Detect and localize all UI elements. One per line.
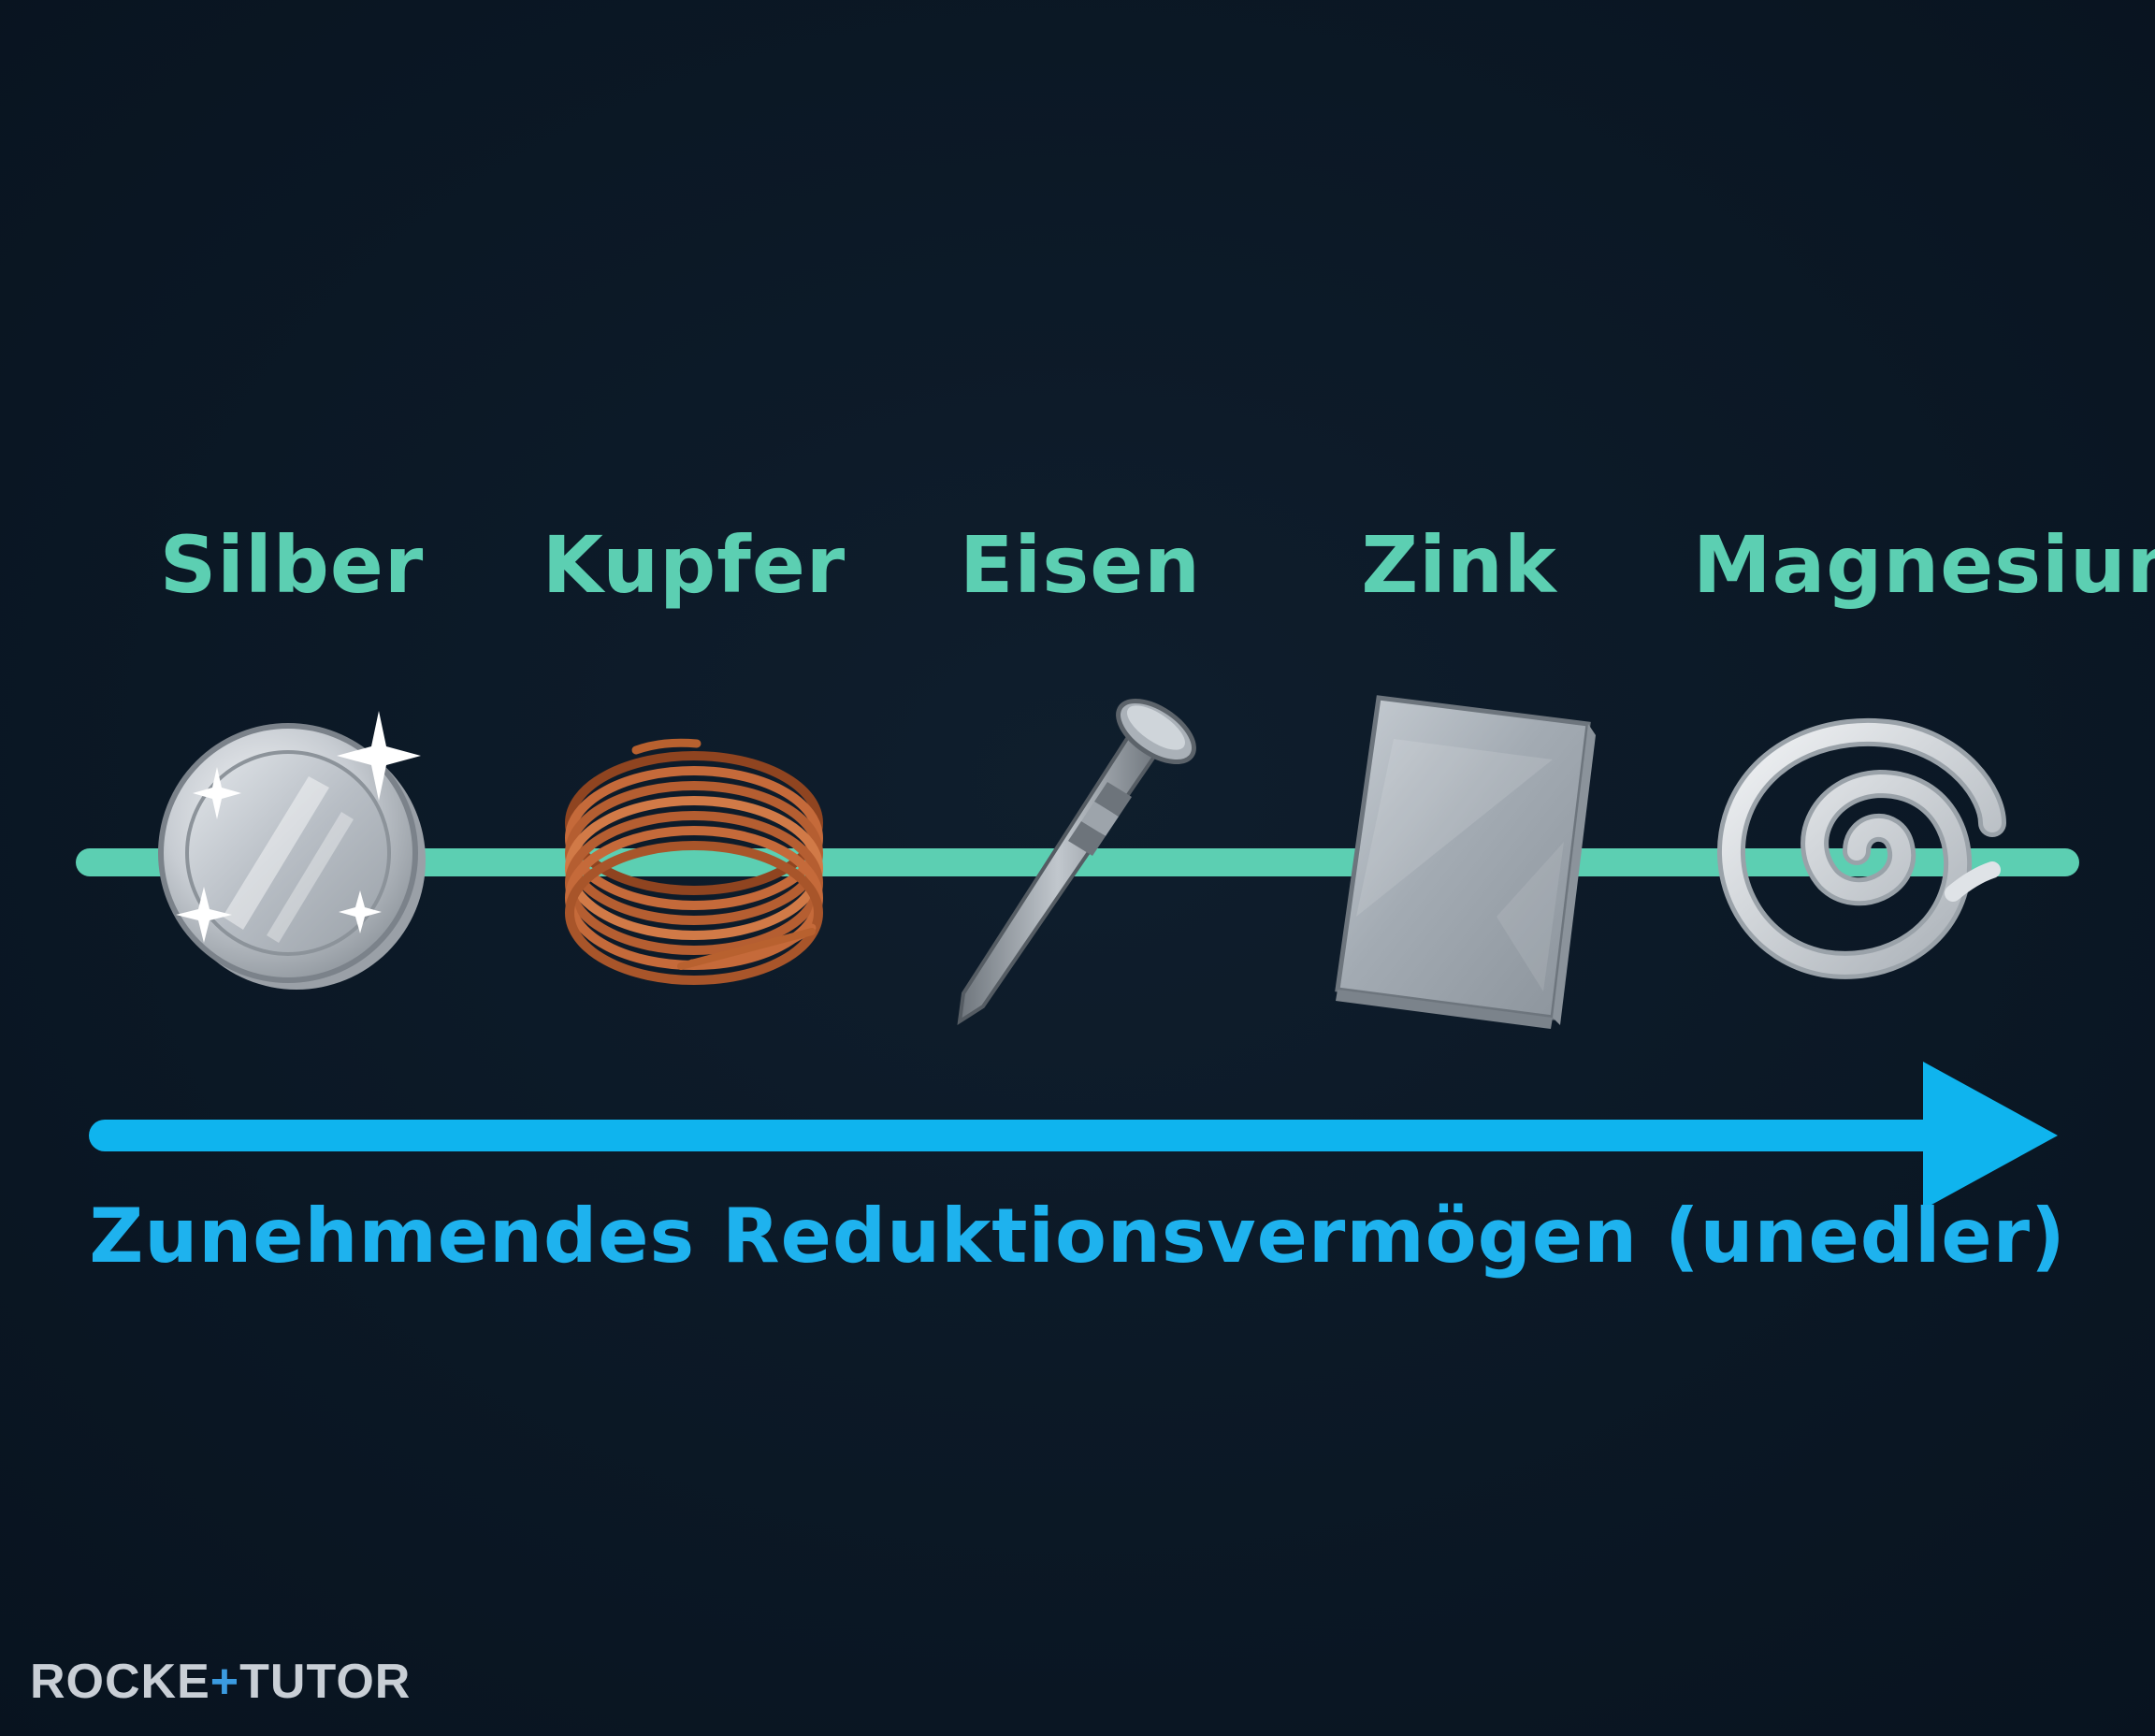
metal-label-zink: Zink <box>1361 519 1557 611</box>
metal-label-kupfer: Kupfer <box>542 519 846 611</box>
magnesium-ribbon-icon <box>1717 717 2006 979</box>
arrow-caption: Zunehmendes Reduktionsvermögen (unedler) <box>89 1193 2066 1280</box>
logo-plus-icon: + <box>210 1655 240 1709</box>
logo-text-tutor: TUTOR <box>239 1655 412 1709</box>
metal-label-eisen: Eisen <box>960 519 1201 611</box>
iron-nail-icon <box>957 698 1196 1026</box>
reduction-power-arrow <box>89 1062 2058 1209</box>
logo-text-rocke: ROCKE <box>30 1655 210 1709</box>
zinc-plate-icon <box>1335 695 1596 1029</box>
metal-label-magnesium: Magnesium <box>1693 519 2155 611</box>
brand-logo: ROCKE+TUTOR <box>30 1657 411 1706</box>
metal-label-silber: Silber <box>159 519 425 611</box>
copper-coil-icon <box>565 738 823 985</box>
silver-coin-icon <box>158 711 426 990</box>
